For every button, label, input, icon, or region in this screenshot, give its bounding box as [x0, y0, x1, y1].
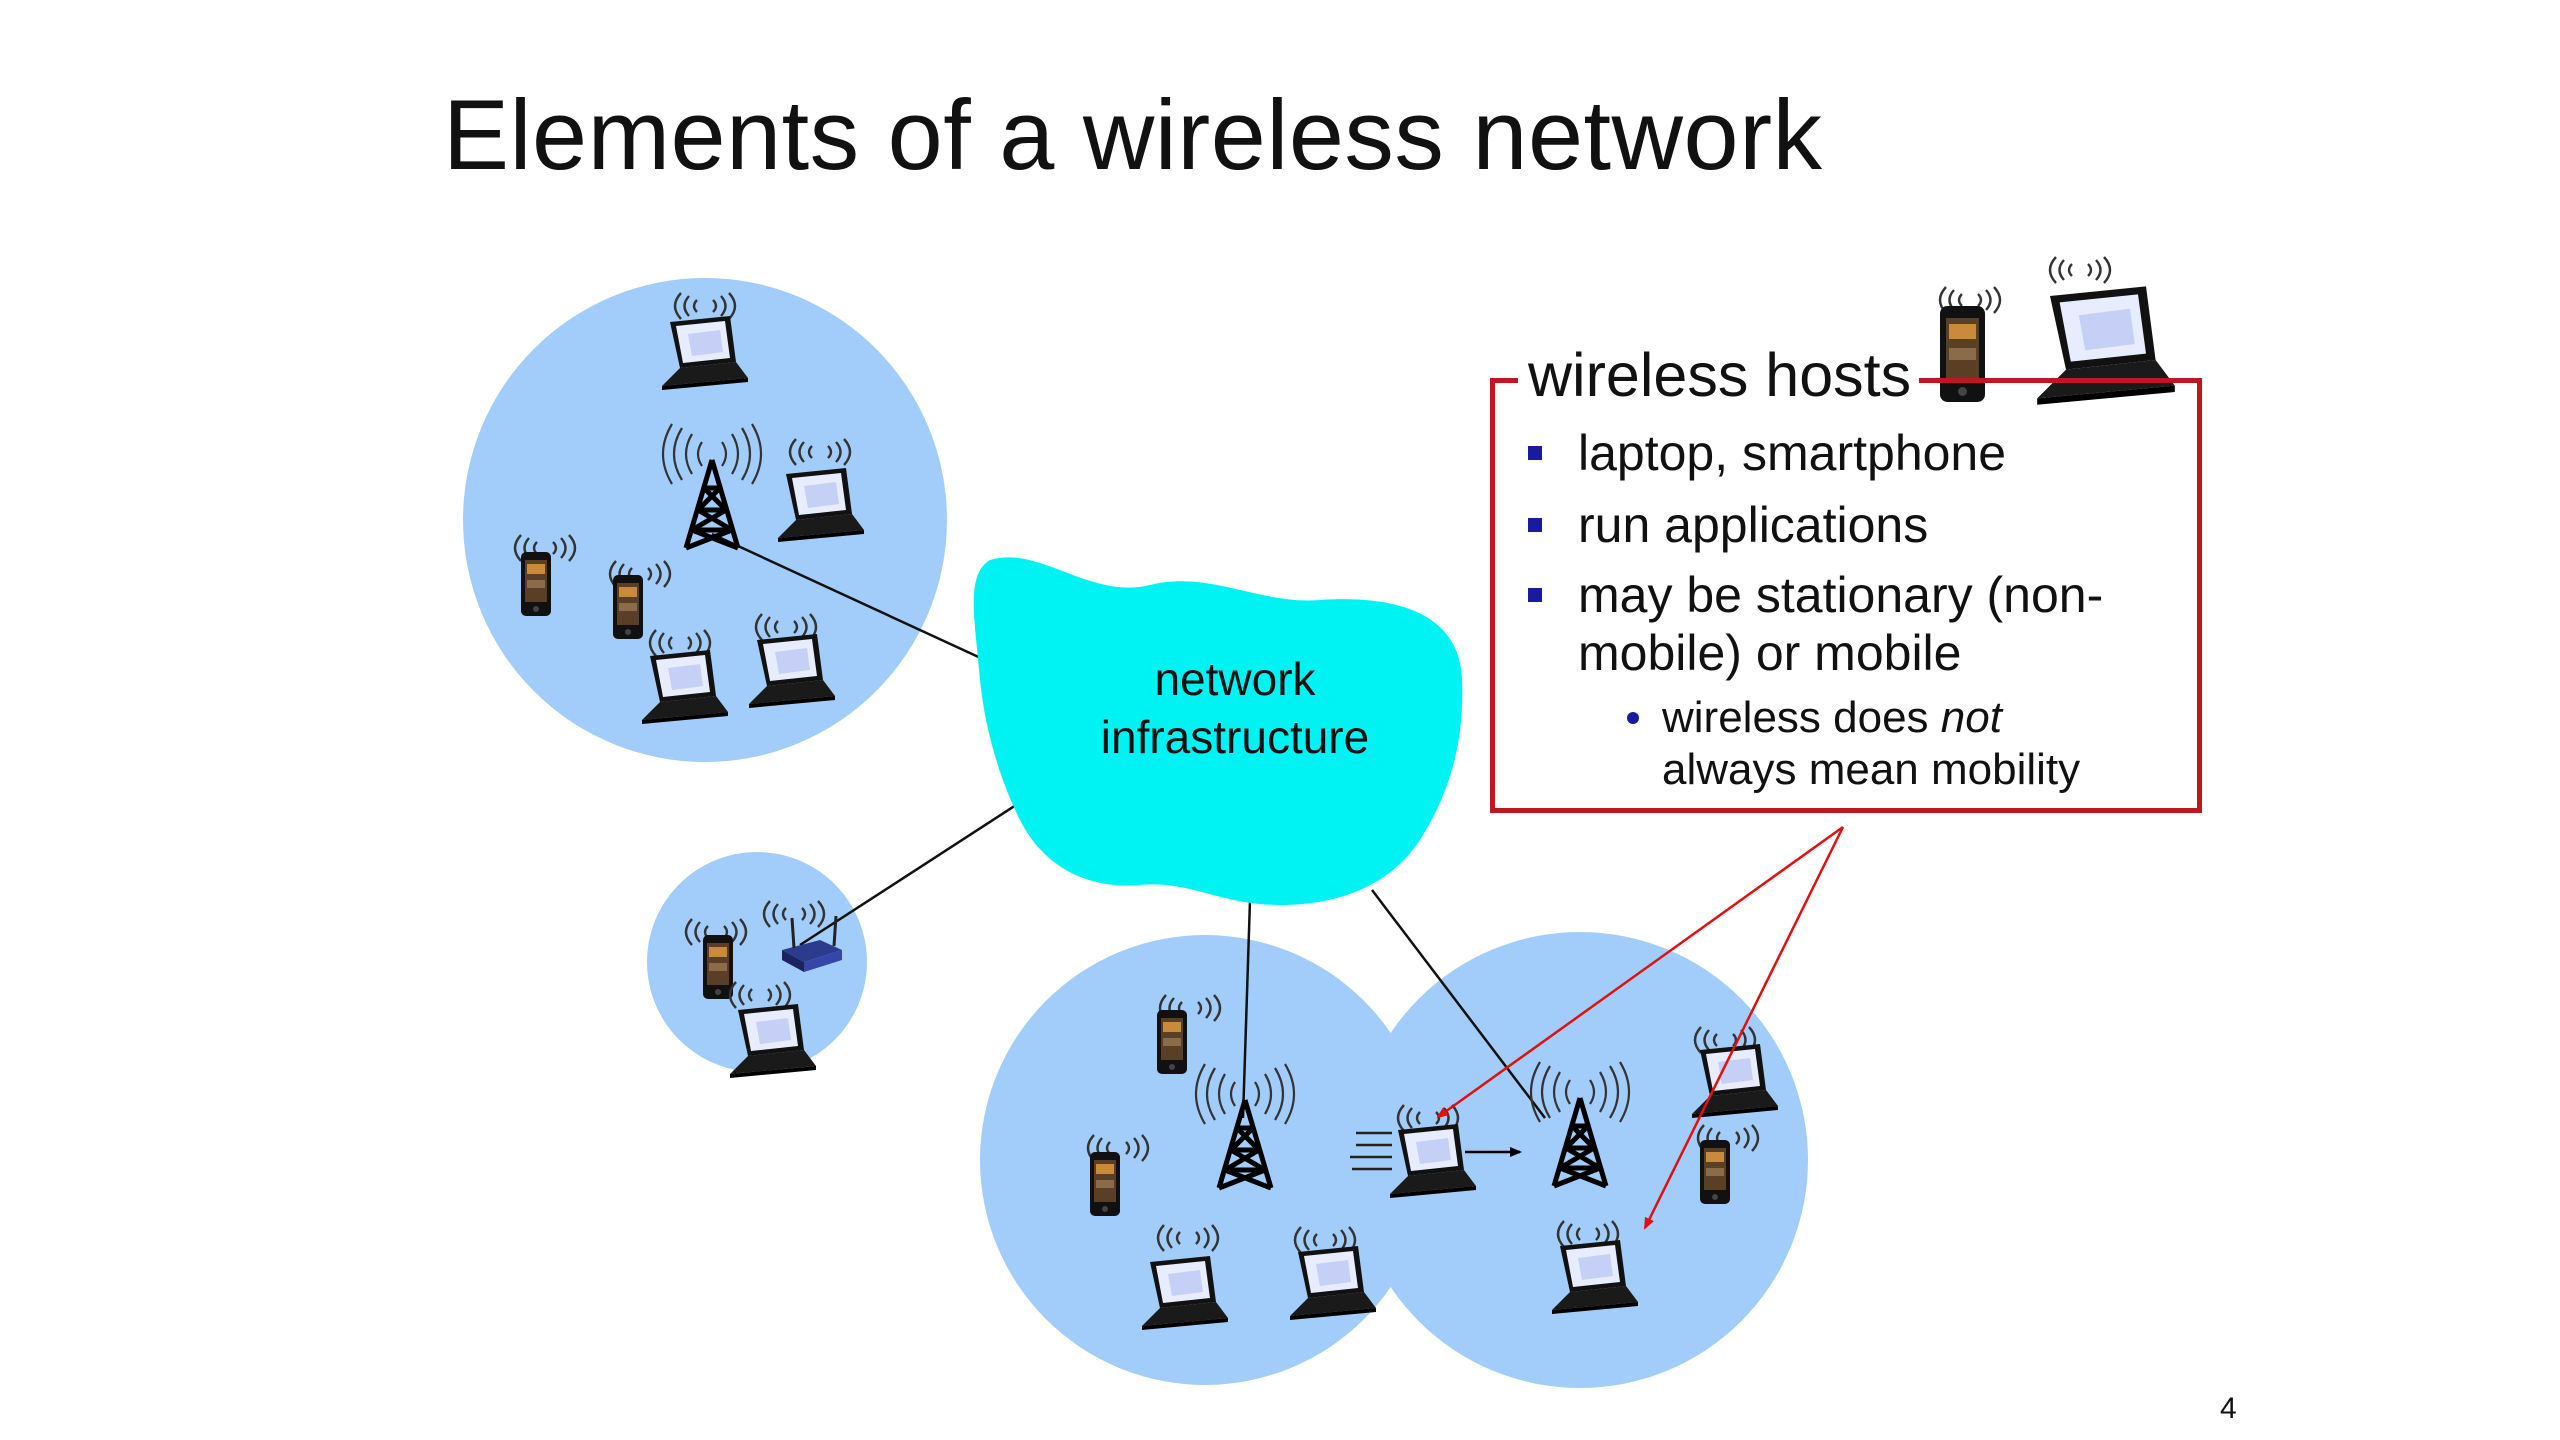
sub-bullet-line2: always mean mobility	[1662, 745, 2080, 794]
bullet-square-icon	[1528, 446, 1542, 460]
page-number: 4	[2220, 1392, 2237, 1426]
cloud-label-line1: network	[1070, 650, 1400, 708]
sub-bullet-line1-start: wireless does	[1662, 693, 1941, 742]
cloud-label-line2: infrastructure	[1070, 708, 1400, 766]
bullet-text: may be stationary (non- mobile) or mobil…	[1578, 566, 2103, 682]
network-infrastructure-label: network infrastructure	[1070, 650, 1400, 766]
bullet-text: run applications	[1578, 496, 1928, 554]
sub-bullet-emphasis: not	[1941, 693, 2002, 742]
bullet-text-line1: may be stationary (non-	[1578, 567, 2103, 623]
bullet-text: laptop, smartphone	[1578, 424, 2006, 482]
wireless-hosts-heading: wireless hosts	[1518, 340, 1919, 410]
bullet-dot-icon	[1627, 712, 1639, 724]
bullet-square-icon	[1528, 518, 1542, 532]
sub-bullet-text: wireless does not always mean mobility	[1662, 692, 2080, 796]
bullet-text-line2: mobile) or mobile	[1578, 625, 1961, 681]
bullet-square-icon	[1528, 588, 1542, 602]
